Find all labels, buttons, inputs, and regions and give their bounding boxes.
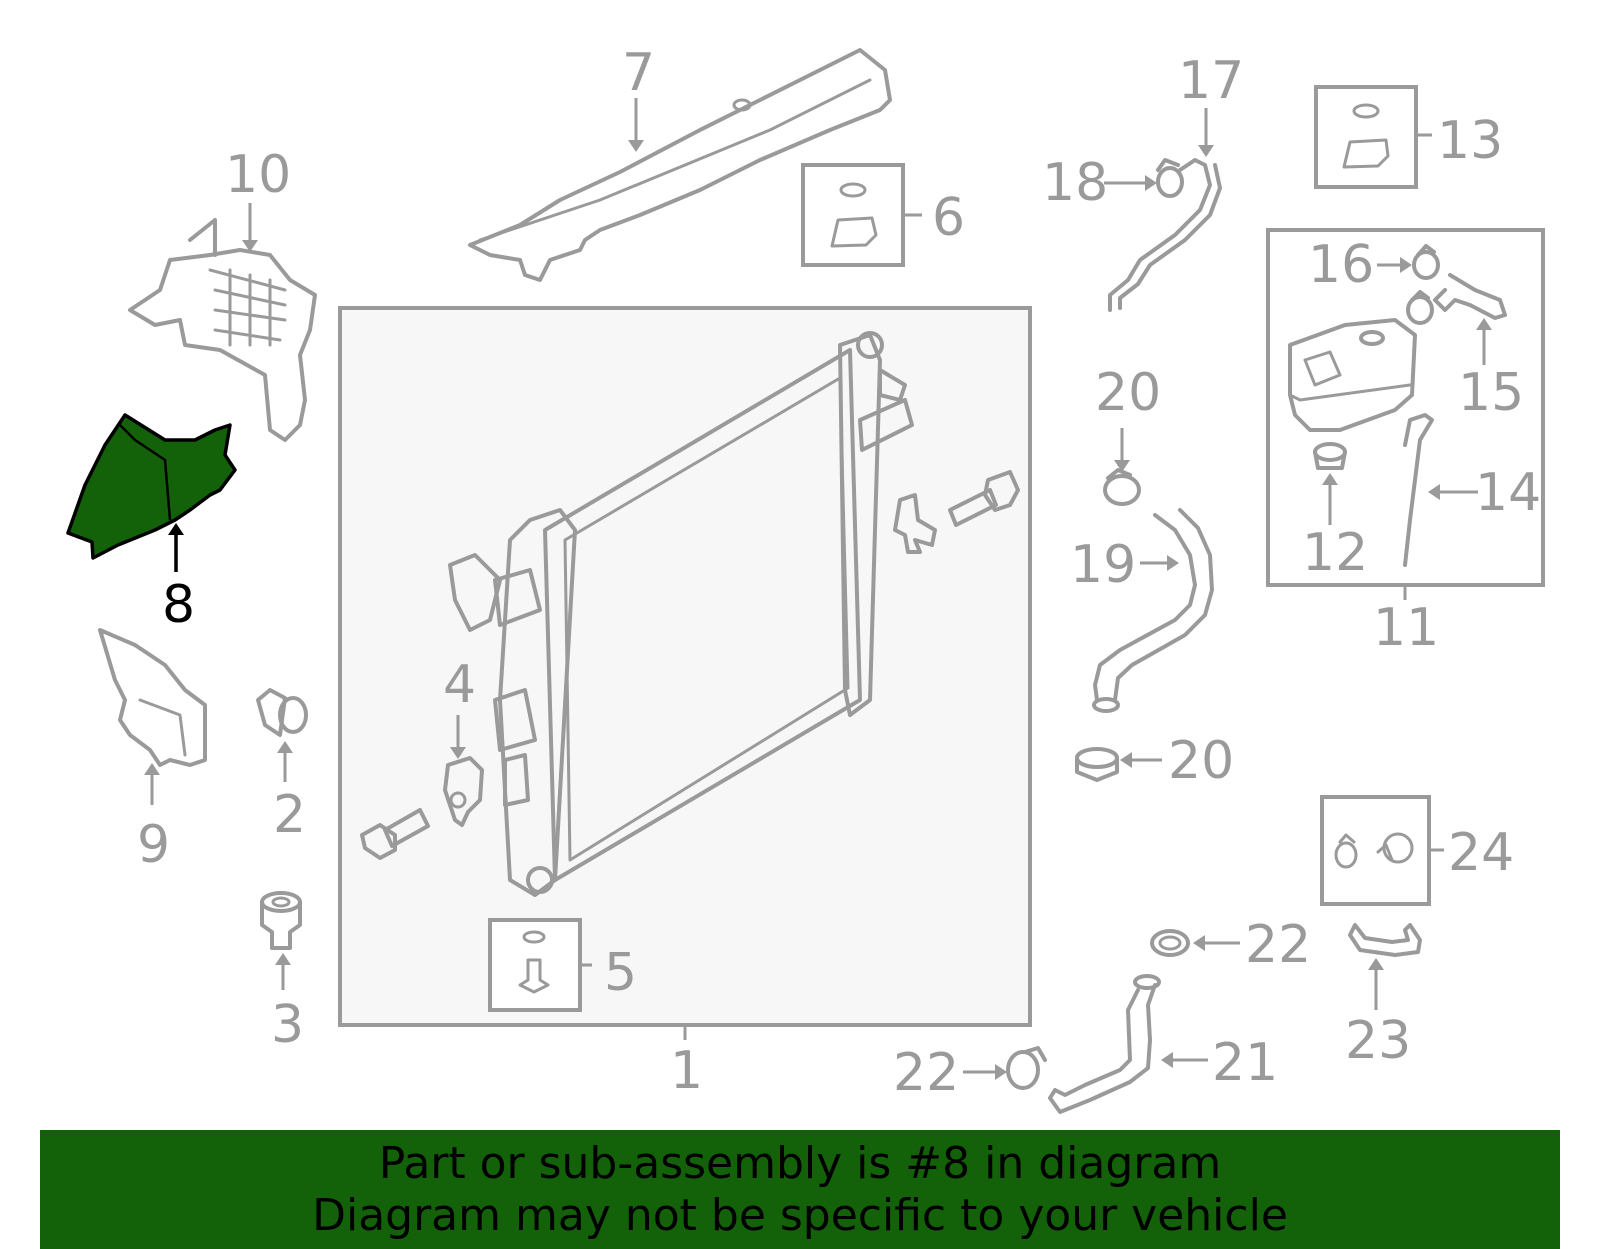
part-23-hose [1348, 923, 1422, 957]
part-15-hose [1433, 273, 1507, 320]
callout-15: 15 [1458, 363, 1524, 423]
part-21-hose [1048, 983, 1157, 1114]
banner-line-2: Diagram may not be specific to your vehi… [312, 1189, 1288, 1241]
part-20-clamp-upper [1103, 468, 1141, 506]
callout-20-upper: 20 [1095, 363, 1161, 423]
part-3-grommet [260, 891, 302, 950]
callout-23: 23 [1345, 1011, 1411, 1071]
part-13-box [1314, 85, 1418, 189]
radiator-core [448, 331, 914, 897]
callout-6: 6 [932, 188, 965, 248]
part-14-hose [1403, 413, 1434, 567]
callout-4: 4 [443, 655, 476, 715]
upper-bracket [893, 493, 937, 554]
part-2-grommet [256, 688, 308, 737]
part-8-air-deflector [66, 413, 237, 560]
part-7-cover [468, 48, 892, 282]
callout-21: 21 [1212, 1033, 1278, 1093]
callout-22-upper: 22 [1245, 915, 1311, 975]
radiator-assembly-panel [338, 306, 1032, 1027]
callout-1: 1 [670, 1041, 703, 1101]
part-22-clamp-upper [1150, 929, 1190, 957]
lower-bolt [360, 808, 430, 860]
part-12-cap [1313, 442, 1347, 470]
leader-lines [144, 98, 1492, 1080]
part-16-clamp [1406, 244, 1440, 325]
callout-7: 7 [622, 43, 655, 103]
callout-10: 10 [225, 145, 291, 205]
upper-bolt [948, 470, 1020, 527]
callout-12: 12 [1302, 523, 1368, 583]
callout-3: 3 [271, 995, 304, 1055]
callout-22-lower: 22 [893, 1043, 959, 1103]
callout-16: 16 [1308, 235, 1374, 295]
part-18-clamp [1156, 158, 1184, 198]
callout-5: 5 [604, 943, 637, 1003]
callout-20-lower: 20 [1168, 731, 1234, 791]
callout-19: 19 [1070, 535, 1136, 595]
reservoir-tank [1288, 318, 1417, 432]
callout-8: 8 [162, 575, 195, 635]
callout-18: 18 [1042, 153, 1108, 213]
callout-9: 9 [137, 815, 170, 875]
callout-11: 11 [1373, 598, 1439, 658]
part-10-shield [128, 218, 317, 442]
callout-24: 24 [1448, 823, 1514, 883]
part-4-bracket [443, 756, 484, 827]
callout-13: 13 [1437, 111, 1503, 171]
banner-line-1: Part or sub-assembly is #8 in diagram [378, 1137, 1222, 1189]
part-9-bracket [98, 628, 207, 767]
callout-17: 17 [1178, 51, 1244, 111]
callout-14: 14 [1475, 463, 1541, 523]
info-banner: Part or sub-assembly is #8 in diagram Di… [40, 1130, 1560, 1249]
part-17-hose [1108, 158, 1212, 312]
callout-2: 2 [273, 785, 306, 845]
part-19-hose [1093, 513, 1197, 702]
part-20-clamp-lower [1075, 747, 1119, 782]
part-11-box [1266, 228, 1545, 587]
part-6-box [801, 163, 905, 267]
part-22-clamp-lower [1006, 1046, 1047, 1090]
